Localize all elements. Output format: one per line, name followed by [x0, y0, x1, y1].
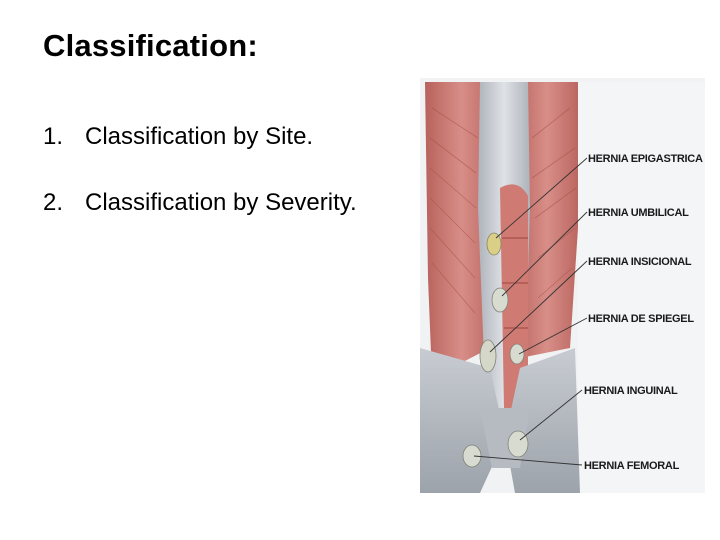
label-hernia-epigastrica: HERNIA EPIGASTRICA: [588, 153, 703, 165]
label-hernia-inguinal: HERNIA INGUINAL: [584, 385, 678, 397]
femoral-hernia-sac: [462, 444, 482, 468]
label-hernia-de-spiegel: HERNIA DE SPIEGEL: [588, 313, 694, 325]
list-item: 2. Classification by Severity.: [43, 185, 357, 251]
list-item-number: 2.: [43, 189, 64, 216]
right-oblique-muscle: [512, 82, 582, 358]
list-item: 1. Classification by Site.: [43, 119, 357, 185]
list-item-text: Classification by Severity.: [85, 189, 357, 216]
label-hernia-umbilical: HERNIA UMBILICAL: [588, 207, 689, 219]
umbilical-hernia-sac: [491, 287, 509, 313]
classification-list: 1. Classification by Site. 2. Classificati…: [43, 119, 357, 251]
list-item-number: 1.: [43, 123, 64, 150]
incisional-hernia-sac: [479, 339, 497, 373]
inguinal-hernia-sac: [507, 430, 529, 458]
anatomy-drawing: HERNIA EPIGASTRICA HERNIA UMBILICAL HERN…: [420, 78, 705, 493]
slide-title: Classification:: [43, 28, 258, 63]
epigastric-hernia-sac: [486, 232, 502, 256]
list-item-text: Classification by Site.: [85, 123, 314, 150]
abdominal-hernia-illustration: HERNIA EPIGASTRICA HERNIA UMBILICAL HERN…: [420, 78, 705, 493]
label-hernia-insicional: HERNIA INSICIONAL: [588, 256, 692, 268]
right-groin-region: [505, 348, 580, 493]
spigelian-hernia-sac: [509, 343, 525, 365]
label-hernia-femoral: HERNIA FEMORAL: [584, 460, 680, 472]
